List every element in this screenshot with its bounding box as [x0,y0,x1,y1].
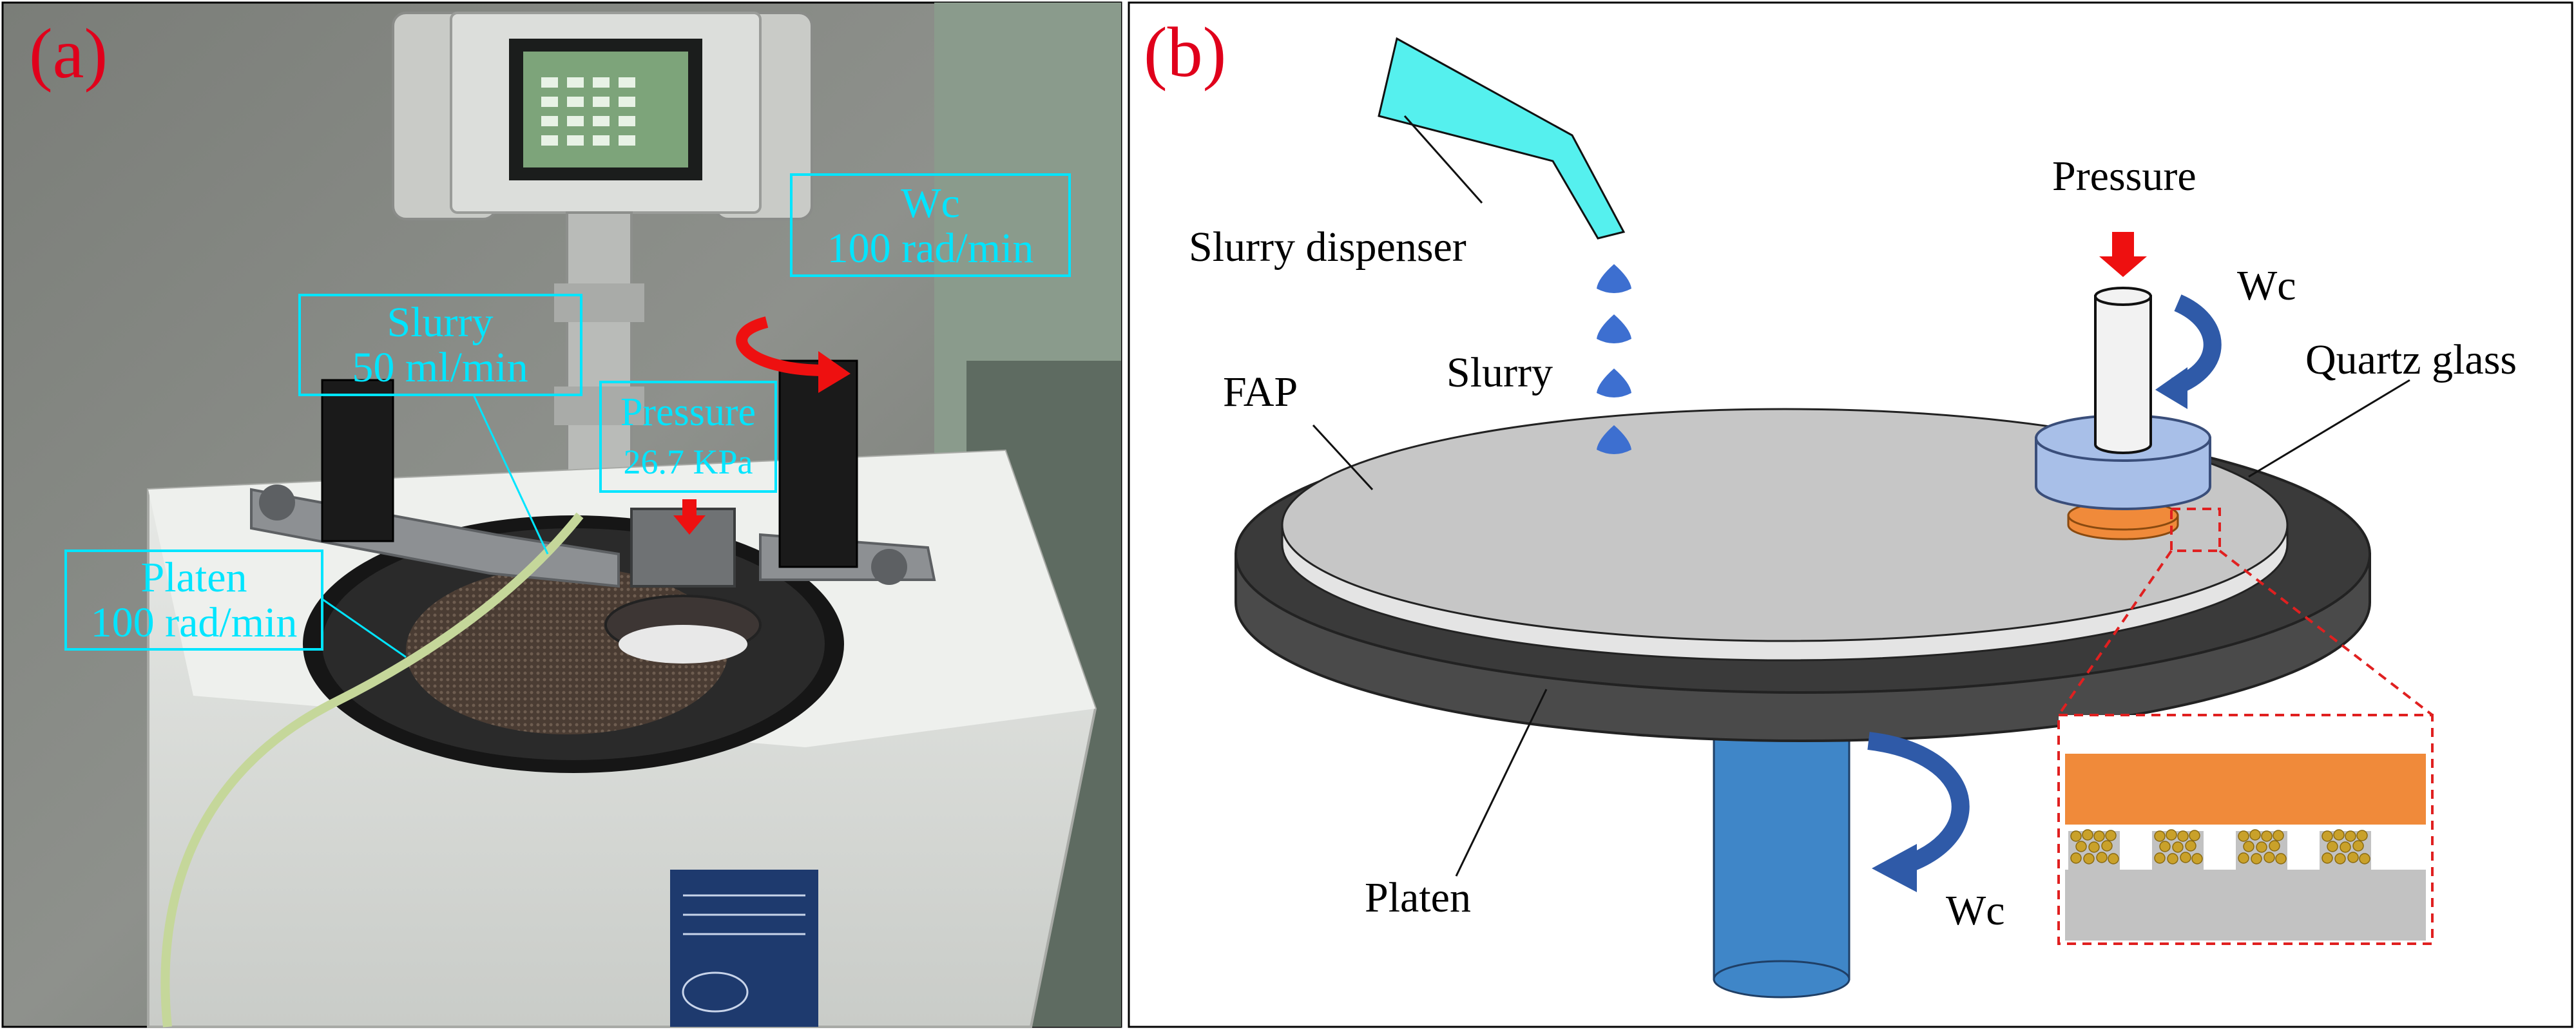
callout-pressure-texts: Pressure 26.7 KPa [620,390,756,481]
callout-wc-line2: 100 rad/min [827,225,1034,272]
label-wc-bottom: Wc [1946,887,2005,934]
slurry-drop-4 [1597,425,1631,454]
motor-left [321,379,394,542]
zoom-quartz-layer [2065,754,2426,825]
panel-b: Slurry dispenser Slurry FAP Pressure Wc … [1128,1,2573,1028]
control-monitor [392,12,813,484]
callout-platen-line2: 100 rad/min [91,599,298,646]
machine-cabinet [147,449,1097,1028]
leader-quartz-glass [2248,379,2410,478]
leader-platen [322,598,407,658]
workpiece-assembly [2035,287,2211,540]
zoom-pad-base [2065,870,2426,941]
label-quartz-glass: Quartz glass [2305,336,2517,383]
slurry-drop-1 [1597,264,1631,293]
leader-slurry [472,394,549,555]
panel-a: Wc 100 rad/min Slurry 50 ml/min Pressure… [1,1,1122,1028]
leader-fap [1312,424,1374,491]
callout-box-wc [790,173,1071,277]
slurry-tube [160,512,584,1027]
pressure-arrow-b-head [2099,256,2147,277]
rotation-arrowhead-wc-top [2155,367,2187,409]
callout-texts: Wc 100 rad/min Slurry 50 ml/min [352,180,1033,391]
callout-slurry-line2: 50 ml/min [352,344,528,391]
callout-wc-line1: Wc [901,180,960,227]
panel-letter-b: (b) [1144,13,1226,91]
zoom-inset [2057,508,2434,945]
workpiece-shaft [2094,295,2152,454]
label-pressure: Pressure [2052,153,2196,200]
label-wc-top: Wc [2237,262,2296,309]
callout-platen-line1: Platen [141,554,247,601]
callout-leaders [322,394,549,658]
callout-slurry-line1: Slurry [387,299,494,346]
nameplate [670,870,818,1027]
label-fap: FAP [1223,368,1298,416]
pressure-arrowhead [673,515,706,535]
pressure-arrow-shaft [682,499,697,517]
zoom-source-box [2170,508,2221,552]
label-slurry-dispenser: Slurry dispenser [1189,224,1466,271]
leader-lines [1312,115,2410,877]
diagram-labels: Slurry dispenser Slurry FAP Pressure Wc … [1189,153,2517,934]
callout-pressure-line1: Pressure [620,390,756,434]
leader-slurry-dispenser [1403,115,1483,204]
callout-box-pressure [599,381,777,493]
callout-frames [64,173,1071,651]
slurry-drops [1597,264,1631,454]
screen-buttons [541,77,635,146]
callout-pressure-line2: 26.7 KPa [624,443,753,481]
rotation-arrowhead-red [818,351,851,393]
pressure-arrow-b-shaft [2112,232,2134,258]
label-platen: Platen [1365,874,1471,921]
rotation-arrow-wc-top [2171,294,2222,396]
motor-right [778,359,858,568]
label-slurry: Slurry [1447,349,1553,396]
monitor-screen [523,52,688,167]
slurry-drop-3 [1597,368,1631,397]
rotation-arrow-red [736,316,825,376]
rotation-arrow-wc-bottom [1867,732,1970,875]
slurry-drop-2 [1597,314,1631,343]
callout-box-slurry [298,294,582,396]
rotation-arrowhead-wc-bottom [1872,844,1917,892]
panel-letter-a: (a) [29,14,108,93]
zoom-abrasive-particles [2070,829,2370,865]
slurry-dispenser [1378,37,1626,240]
callout-platen-texts: Platen 100 rad/min [91,554,298,646]
leader-platen [1455,689,1548,877]
polishing-arms [250,359,936,664]
